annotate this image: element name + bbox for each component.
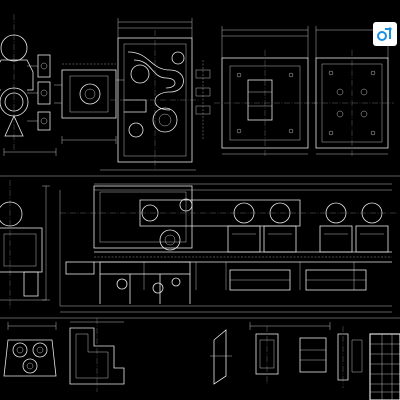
section-view-left: [0, 180, 61, 310]
front-view-top-left: [0, 14, 57, 156]
detail-view-section: [210, 322, 331, 385]
elevation-view-main: [60, 183, 398, 290]
sheet-frame: [0, 175, 400, 319]
app-logo-icon: [377, 27, 392, 41]
title-block: [369, 333, 400, 400]
detail-view-profile: [337, 326, 363, 388]
support-structure: [60, 261, 392, 313]
side-view-top: [54, 63, 124, 144]
app-logo-badge[interactable]: [373, 22, 397, 46]
box-plan-view-1: [214, 26, 316, 156]
detail-view-bracket: [69, 318, 125, 392]
pipe-assembly-top: [100, 18, 200, 171]
connector-column: [195, 60, 211, 140]
detail-view-bottom-left: [3, 322, 57, 377]
